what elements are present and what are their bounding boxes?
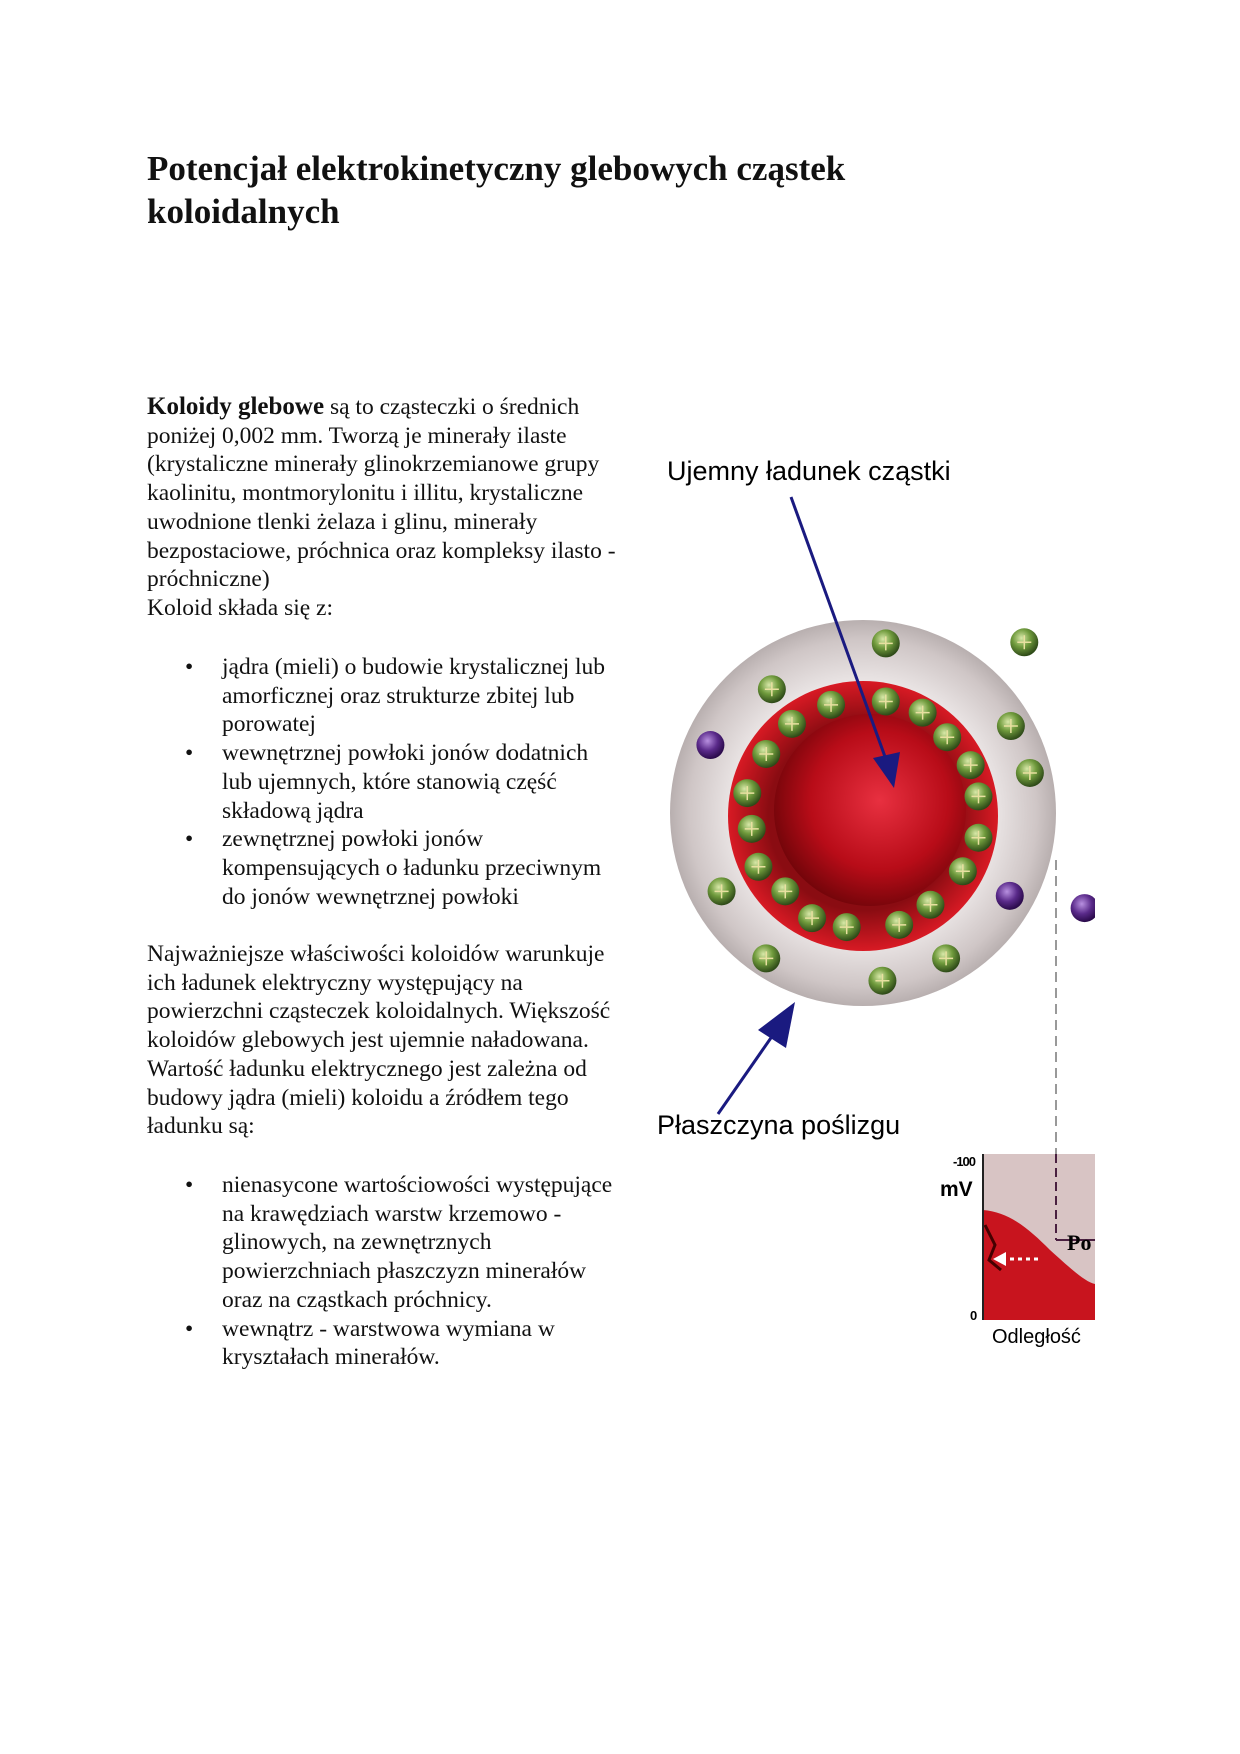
anion-icon [696, 731, 725, 760]
text-line: jądra (mieli) o budowie krystalicznej lu… [222, 654, 606, 680]
plus-icon [971, 830, 986, 845]
plus-icon [740, 786, 755, 801]
text-line: wewnętrznej powłoki jonów dodatnich [222, 740, 589, 767]
plus-icon [955, 864, 970, 879]
plus-icon [751, 859, 766, 874]
plus-icon [940, 730, 955, 745]
plus-icon [971, 789, 986, 804]
text-line: ładunku są: [147, 1113, 255, 1140]
text-line: uwodnione tlenki żelaza i glinu, minerał… [147, 508, 538, 535]
sources-list: • nienasycone wartościowości występujące… [147, 1171, 612, 1372]
components-list: • jądra (mieli) o budowie krystalicznej … [147, 653, 605, 911]
text-line: na krawędziach warstw krzemowo - [222, 1200, 562, 1227]
plus-icon [714, 884, 729, 899]
text-line: (krystaliczne minerały glinokrzemianowe … [147, 451, 600, 478]
plus-icon [1022, 765, 1037, 780]
plus-icon [805, 911, 820, 926]
text-line: Koloid składa się z: [147, 594, 334, 621]
particle-core [774, 714, 966, 906]
text-line: nienasycone wartościowości występujące [222, 1172, 613, 1198]
plus-icon [963, 758, 978, 773]
y-axis-top-label: -100 [953, 1154, 976, 1169]
text-line: bezpostaciowe, próchnica oraz kompleksy … [147, 537, 616, 564]
bold-term: Koloidy glebowe [147, 393, 325, 420]
properties-paragraph: Najważniejsze właściwości koloidów warun… [147, 940, 610, 1141]
plus-icon [1017, 635, 1032, 650]
plus-icon [939, 951, 954, 966]
text-line: powierzchniach płaszczyzn minerałów [222, 1258, 587, 1285]
text-line: kaolinitu, montmorylonitu i illitu, krys… [147, 480, 584, 507]
text-line: Najważniejsze właściwości koloidów warun… [147, 941, 605, 967]
text-line: Wartość ładunku elektrycznego jest zależ… [147, 1055, 587, 1082]
intro-paragraph: Koloidy glebowe są to cząsteczki o średn… [147, 393, 616, 623]
colloid-illustration [670, 496, 1095, 1320]
plus-icon [878, 694, 893, 709]
text-line: są to cząsteczki o średnich [324, 394, 580, 420]
list-item: • jądra (mieli) o budowie krystalicznej … [147, 653, 605, 739]
text-line: ich ładunek elektryczny występujący na [147, 969, 523, 996]
text-line: powierzchni cząsteczek koloidalnych. Wię… [147, 998, 611, 1025]
bullet-icon: • [185, 1315, 194, 1342]
bullet-icon: • [185, 1172, 194, 1198]
plus-icon [923, 897, 938, 912]
plus-icon [892, 917, 907, 932]
plus-icon [824, 697, 839, 712]
plus-icon [744, 821, 759, 836]
text-line: lub ujemnych, które stanowią część [222, 768, 557, 795]
text-line: koloidów glebowych jest ujemnie naładowa… [147, 1027, 589, 1054]
text-line: próchniczne) [147, 566, 270, 593]
text-line: budowy jądra (mieli) koloidu a źródłem t… [147, 1084, 569, 1111]
list-item: • nienasycone wartościowości występujące… [147, 1171, 612, 1315]
x-axis-label: Odległość [992, 1326, 1081, 1348]
list-item: • wewnętrznej powłoki jonów dodatnich lu… [147, 739, 605, 825]
y-axis-bottom-label: 0 [970, 1308, 978, 1323]
charge-arrow-icon [789, 496, 900, 788]
text-line: wewnątrz - warstwowa wymiana w [222, 1315, 555, 1342]
charge-label: Ujemny ładunek cząstki [667, 456, 951, 486]
plus-icon [784, 716, 799, 731]
plus-icon [778, 884, 793, 899]
text-line: poniżej 0,002 mm. Tworzą je minerały ila… [147, 422, 567, 449]
title-line: Potencjał elektrokinetyczny glebowych cz… [147, 149, 846, 188]
colloid-diagram: Ujemny ładunek cząstki Płaszczyna pośliz… [620, 420, 1095, 1370]
bullet-icon: • [185, 740, 194, 767]
plus-icon [759, 951, 774, 966]
title-line: koloidalnych [147, 192, 340, 231]
anion-icon [1070, 894, 1095, 923]
plus-icon [759, 746, 774, 761]
plus-icon [839, 920, 854, 935]
text-line: amorficznej oraz strukturze zbitej lub [222, 682, 575, 709]
text-line: oraz na cząstkach próchnicy. [222, 1286, 492, 1313]
text-line: zewnętrznej powłoki jonów [222, 826, 484, 853]
bullet-icon: • [185, 654, 194, 680]
text-line: do jonów wewnętrznej powłoki [222, 883, 519, 910]
text-line: kompensujących o ładunku przeciwnym [222, 854, 602, 881]
text-line: porowatej [222, 711, 316, 738]
text-line: składową jądra [222, 797, 364, 824]
graph-inner-label: Po [1067, 1230, 1092, 1255]
text-line: glinowych, na zewnętrznych [222, 1229, 492, 1256]
plus-icon [1003, 719, 1018, 734]
ions [696, 628, 1095, 995]
plus-icon [915, 705, 930, 720]
potential-graph [982, 1154, 1095, 1320]
plane-arrow-icon [716, 1002, 795, 1115]
page-title: Potencjał elektrokinetyczny glebowych cz… [147, 147, 845, 233]
slip-plane-label: Płaszczyna poślizgu [657, 1110, 901, 1140]
plus-icon [875, 973, 890, 988]
anion-icon [995, 881, 1024, 910]
y-axis-unit: mV [940, 1178, 973, 1201]
plus-icon [764, 682, 779, 697]
text-line: kryształach minerałów. [222, 1344, 440, 1371]
list-item: • wewnątrz - warstwowa wymiana w kryszta… [147, 1315, 612, 1372]
list-item: • zewnętrznej powłoki jonów kompensujący… [147, 825, 605, 911]
plus-icon [878, 636, 893, 651]
bullet-icon: • [185, 826, 194, 853]
